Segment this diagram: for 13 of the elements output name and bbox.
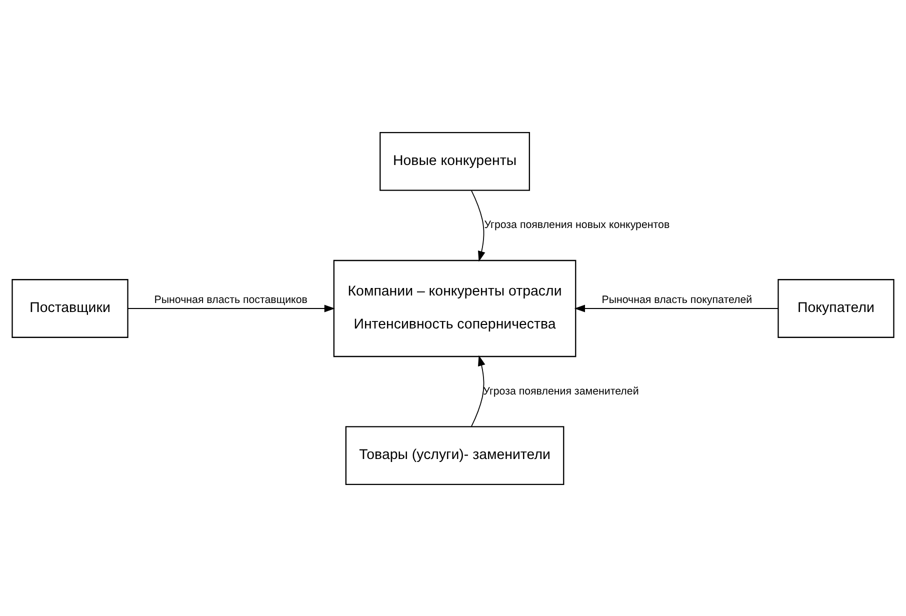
node-box: Компании – конкуренты отрасли Интенсивность соперничества (333, 259, 576, 357)
node-box: Новые конкуренты (380, 131, 530, 190)
node-box: Покупатели (778, 278, 894, 338)
arrow (128, 304, 336, 312)
edge-label: Рыночная власть поставщиков (154, 293, 308, 306)
node-box: Товары (услуги)- заменители (345, 426, 564, 485)
edge-label: Угроза появления новых конкурентов (484, 218, 670, 231)
edge-label: Угроза появления заменителей (483, 384, 639, 397)
arrow (470, 354, 486, 426)
edge-label: Рыночная власть покупателей (602, 293, 752, 306)
arrow (470, 190, 486, 262)
arrow (574, 304, 779, 312)
node-box: Поставщики (12, 278, 128, 338)
